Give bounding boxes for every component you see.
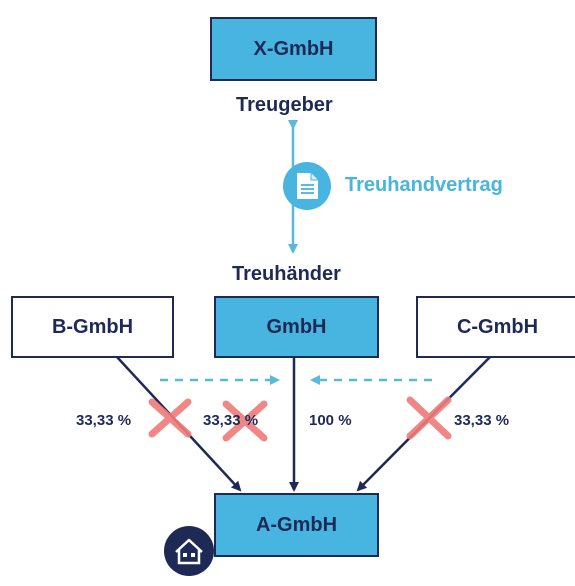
share-label-c: 33,33 % xyxy=(454,412,510,429)
share-label-b: 33,33 % xyxy=(76,412,132,429)
house-icon xyxy=(164,526,214,576)
c-gmbh-box: C-GmbH xyxy=(416,296,575,358)
cross-c xyxy=(406,396,452,440)
cross-b xyxy=(148,398,192,438)
treuhaender-label: Treuhänder xyxy=(232,263,341,285)
x-gmbh-box: X-GmbH xyxy=(210,17,377,81)
share-label-middle: 33,33 % xyxy=(203,412,259,429)
a-gmbh-box: A-GmbH xyxy=(214,493,379,557)
b-gmbh-box: B-GmbH xyxy=(11,296,174,358)
treugeber-label: Treugeber xyxy=(236,94,333,116)
share-label-gmbh: 100 % xyxy=(309,412,352,429)
cross-middle xyxy=(222,400,268,442)
gmbh-box: GmbH xyxy=(214,296,379,358)
document-icon xyxy=(283,162,331,210)
treuhandvertrag-label: Treuhandvertrag xyxy=(345,174,503,196)
